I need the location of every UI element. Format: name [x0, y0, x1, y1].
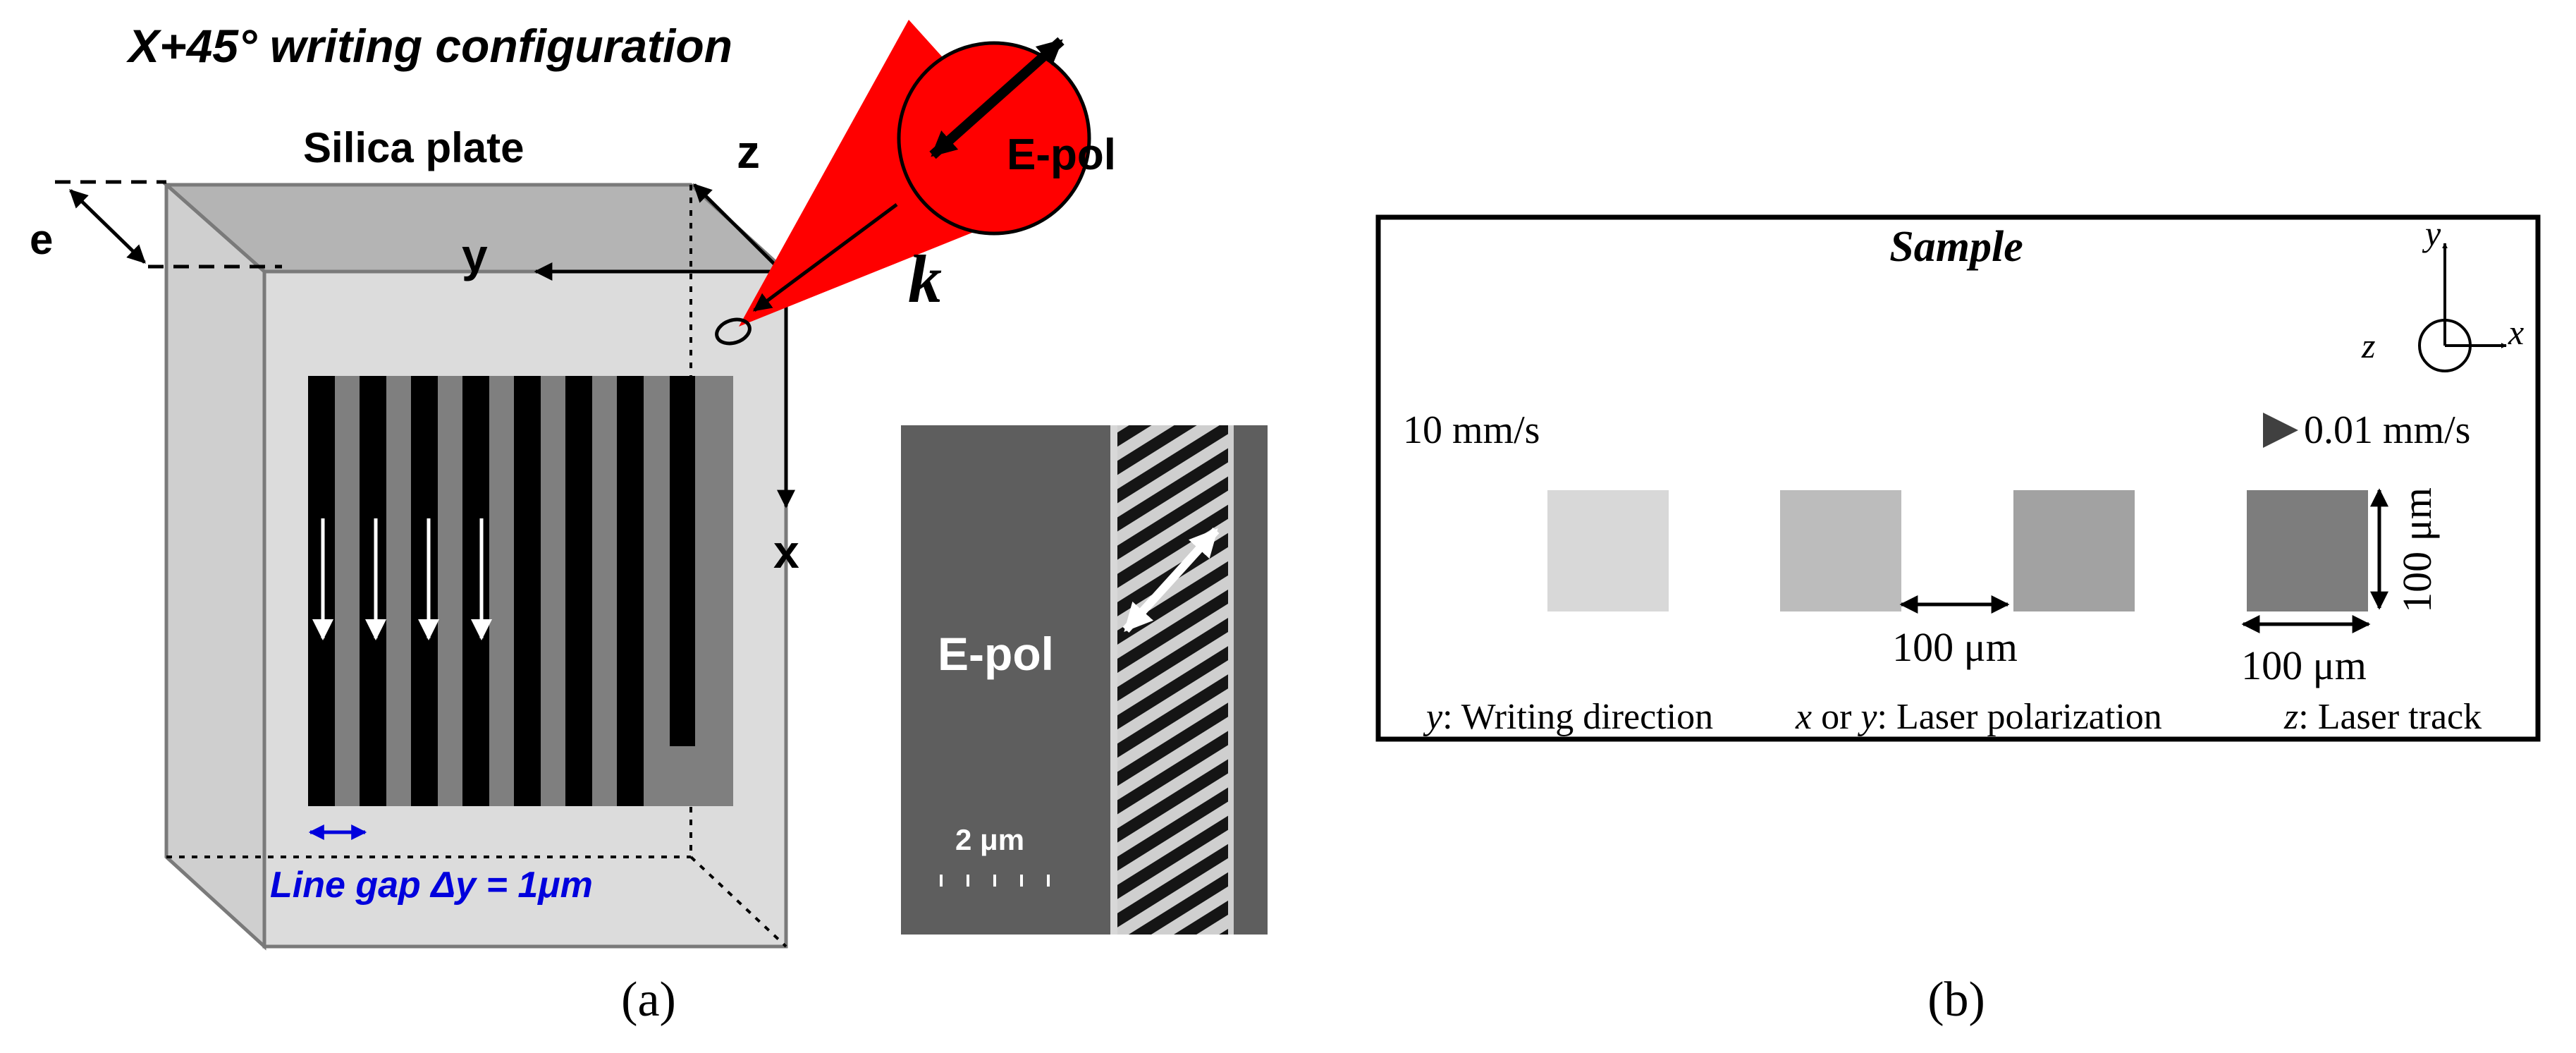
scale-bar [940, 875, 1050, 887]
sample-square [2013, 490, 2135, 611]
y-axis-label: y [462, 229, 488, 281]
written-line [617, 376, 644, 806]
gap-dimension-label: 100 μm [1892, 624, 2018, 670]
legend-laser-track: z: Laser track [2283, 697, 2482, 737]
width-dimension-label: 100 μm [2241, 643, 2367, 688]
silica-plate [161, 181, 791, 951]
axes-a [534, 183, 795, 509]
coord-x-label: x [2508, 312, 2524, 352]
panel-b-caption: (b) [1927, 973, 1985, 1027]
height-dimension-label: 100 μm [2394, 487, 2440, 613]
legend-laser-polarization: x or y: Laser polarization [1795, 697, 2162, 737]
sample-square [1547, 490, 1669, 611]
panel-b: Sample y z x 10 mm/s 0.01 mm/s 100 μm 10… [1375, 214, 2541, 1027]
sample-square [2247, 490, 2368, 611]
speed-start-label: 10 mm/s [1403, 408, 1540, 452]
legend-z-var: z [2283, 697, 2298, 737]
coordinate-symbol [2418, 243, 2507, 372]
speed-end-label: 0.01 mm/s [2304, 408, 2470, 452]
plate-hidden-edge-diag [689, 856, 787, 948]
sample-title: Sample [1889, 223, 2023, 271]
sample-square [1780, 490, 1901, 611]
written-line [411, 376, 438, 806]
legend-z-text: : Laser track [2298, 697, 2482, 737]
thickness-arrow [69, 189, 146, 264]
written-line [565, 376, 592, 806]
beam-polarization-arrow [929, 37, 1065, 159]
wavevector-label: k [908, 241, 942, 317]
thickness-label: e [30, 216, 53, 263]
coord-y-label: y [2422, 214, 2441, 253]
written-line [360, 376, 386, 806]
writing-direction-arrows [312, 518, 492, 640]
written-line [462, 376, 489, 806]
sem-ripple-track [1114, 425, 1230, 935]
plate-left-face [164, 181, 266, 951]
line-gap-label: Line gap Δy = 1μm [270, 865, 593, 906]
z-axis-arrow [693, 183, 778, 268]
laser-beam [715, 20, 1091, 346]
panel-a-title: X+45° writing configuration [125, 20, 732, 72]
z-axis-label: z [737, 126, 760, 178]
plate-label: Silica plate [303, 124, 524, 171]
sem-pol-label: E-pol [938, 628, 1054, 680]
legend-y-var: y [1423, 697, 1443, 737]
coord-z-label: z [2361, 326, 2375, 365]
legend-y-text: : Writing direction [1442, 697, 1713, 737]
legend-writing-direction: y: Writing direction [1423, 697, 1713, 737]
current-written-line [670, 376, 695, 746]
legend-xy-mid: or [1812, 697, 1860, 737]
sem-image [901, 425, 1268, 935]
sem-polarization-arrow [1122, 527, 1220, 633]
beam-cone [739, 20, 1067, 327]
x-axis-label: x [773, 525, 799, 578]
scale-bar-label: 2 μm [955, 823, 1024, 856]
panel-a-caption: (a) [621, 973, 676, 1027]
wavevector-arrow [752, 202, 898, 312]
legend-xy-var1: x [1795, 697, 1812, 737]
legend-xy-var2: y [1857, 697, 1877, 737]
sample-squares [1547, 490, 2368, 611]
thickness-indicator [55, 180, 282, 269]
sample-frame [1375, 214, 2541, 742]
panel-a: X+45° writing configuration Silica plate… [30, 20, 1268, 1027]
beam-focus-spot [715, 317, 752, 346]
written-line [514, 376, 541, 806]
beam-pol-label: E-pol [1007, 130, 1116, 179]
legend-xy-text: : Laser polarization [1877, 697, 2162, 737]
